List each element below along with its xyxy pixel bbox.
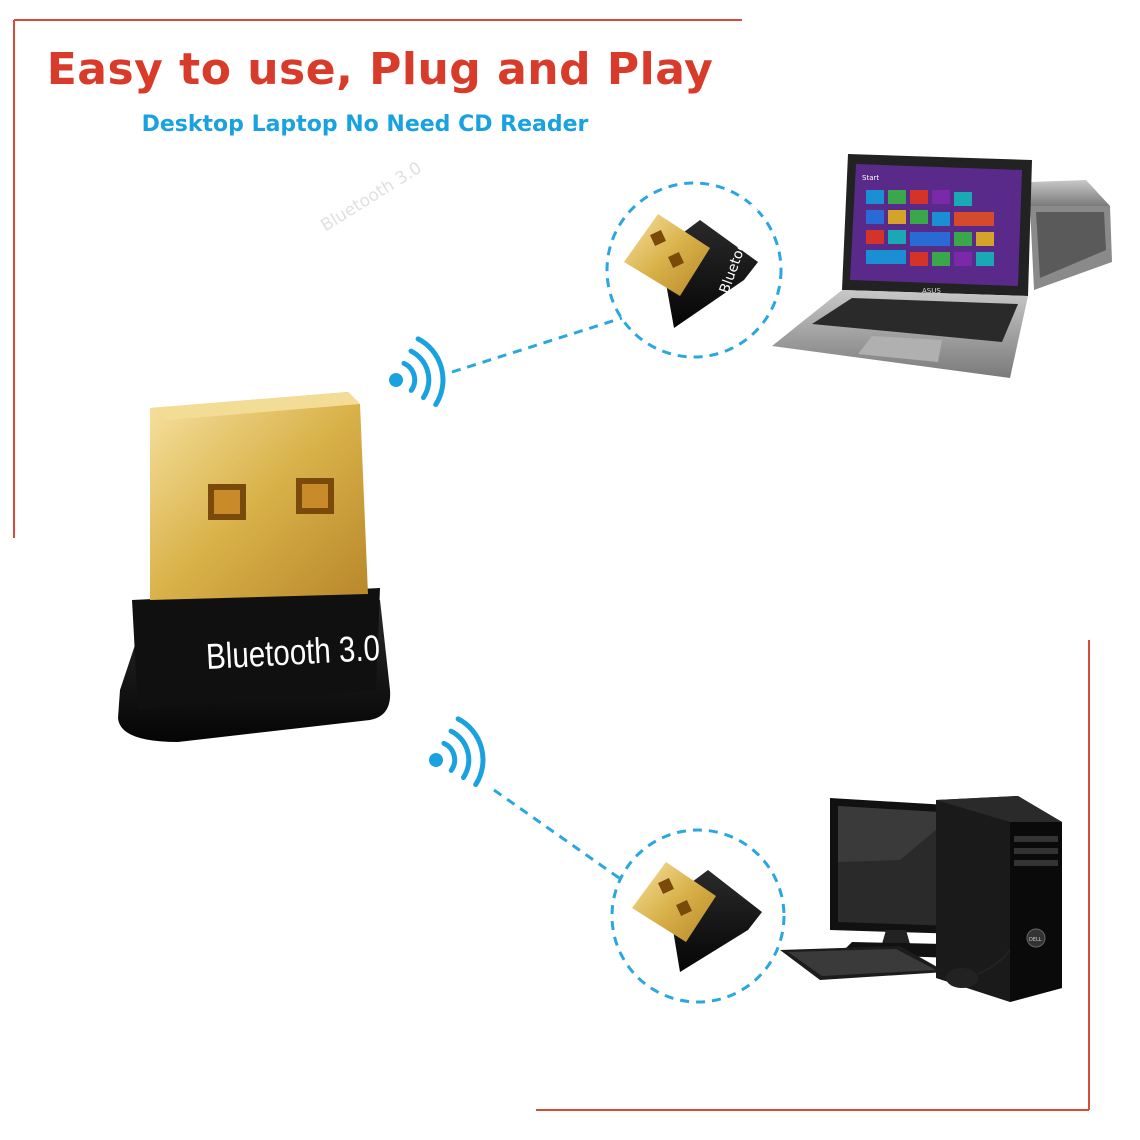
- page-subtitle: Desktop Laptop No Need CD Reader: [141, 112, 589, 137]
- desktop-computer-illustration: [780, 796, 1062, 1002]
- wifi-signal-icon: [389, 336, 446, 408]
- laptop-screen-label: Start: [862, 174, 879, 182]
- page-title: Easy to use, Plug and Play: [46, 44, 714, 95]
- dashed-circle-top: [605, 181, 783, 359]
- laptop-illustration: [772, 154, 1112, 378]
- bluetooth-dongle-small-bottom: [632, 862, 762, 972]
- bluetooth-dongle-small-top: [624, 214, 758, 328]
- desktop-brand: DELL: [1029, 937, 1042, 943]
- wifi-signal-icon: [429, 716, 486, 788]
- dashed-line-top: [451, 316, 623, 374]
- dashed-circle-bottom: [610, 828, 786, 1004]
- laptop-brand: ASUS: [922, 287, 941, 295]
- dashed-line-bottom: [493, 788, 623, 882]
- bluetooth-dongle-main: [118, 392, 391, 742]
